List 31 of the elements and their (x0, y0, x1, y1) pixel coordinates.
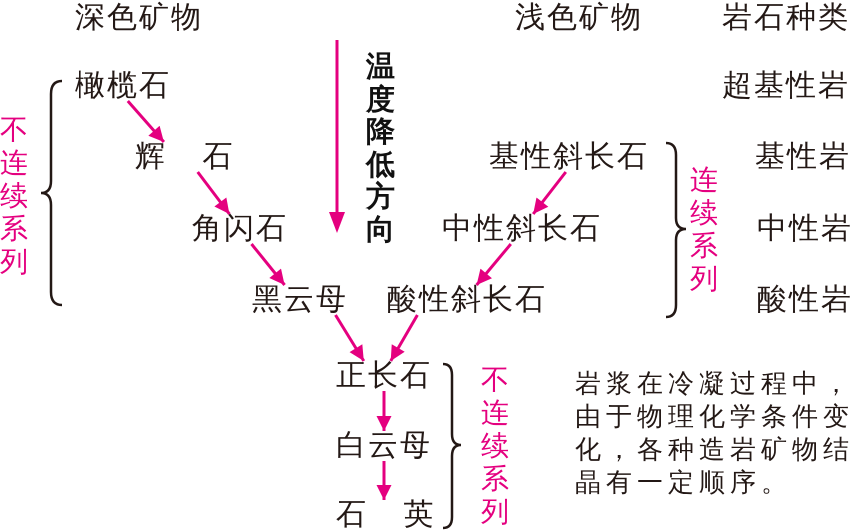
mineral-name: 角闪石 (192, 214, 288, 244)
direction-label: 温度降低方向 (366, 50, 395, 245)
note-text: 岩浆在冷凝过程中，由于物理化学条件变化，各种造岩矿物结晶有一定顺序。 (575, 368, 855, 500)
series-label: 不连续系列 (0, 113, 28, 278)
arrow (376, 461, 392, 500)
column-heading: 深色矿物 (75, 3, 203, 33)
mineral-name: 石 英 (336, 500, 436, 530)
mineral-name: 基性斜长石 (489, 142, 649, 172)
column-heading: 岩石种类 (722, 3, 850, 33)
arrow (334, 314, 366, 362)
arrow (196, 171, 231, 215)
series-label: 不连续系列 (481, 363, 509, 528)
mineral-name: 中性斜长石 (442, 214, 602, 244)
rock-type-label: 超基性岩 (722, 71, 850, 101)
mineral-name: 正长石 (336, 361, 432, 391)
rock-type-label: 中性岩 (757, 214, 853, 244)
rock-type-label: 酸性岩 (757, 285, 853, 315)
mineral-name: 辉 石 (135, 142, 235, 172)
arrow (475, 243, 512, 286)
rock-type-label: 基性岩 (755, 142, 851, 172)
mineral-name: 酸性斜长石 (387, 285, 547, 315)
arrow (250, 243, 286, 286)
series-label: 连续系列 (690, 163, 718, 295)
arrow (126, 100, 166, 143)
arrow (376, 391, 392, 431)
column-heading: 浅色矿物 (515, 3, 643, 33)
arrow (389, 314, 419, 362)
mineral-name: 黑云母 (252, 285, 348, 315)
mineral-name: 橄榄石 (75, 71, 171, 101)
mineral-name: 白云母 (336, 431, 432, 461)
arrow (532, 171, 567, 215)
